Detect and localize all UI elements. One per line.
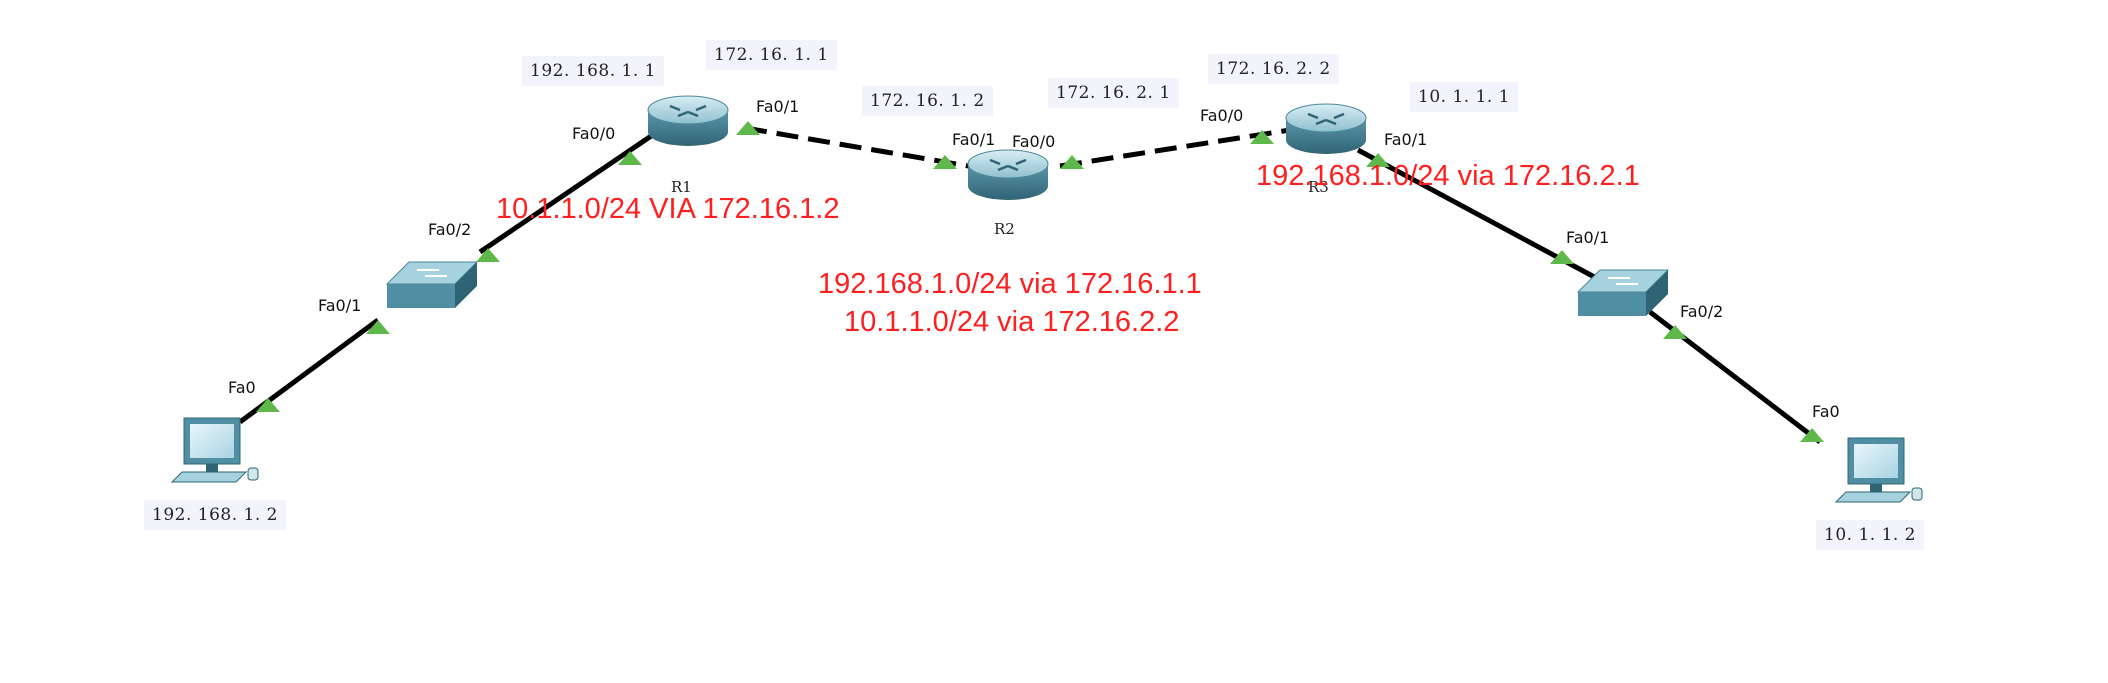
device-name-r3: R3 [1308, 178, 1329, 196]
ip-label-pc-left: 192. 168. 1. 2 [144, 500, 286, 530]
router-r1[interactable] [647, 95, 729, 146]
ip-label-r2-fa01: 172. 16. 1. 2 [862, 86, 993, 116]
port-up-icon [1800, 428, 1824, 442]
switch-left[interactable] [385, 261, 479, 308]
port-label-pcl-fa0: Fa0 [228, 378, 256, 397]
port-label-r2-fa00: Fa0/0 [1012, 132, 1056, 151]
ip-label-r3-fa00: 172. 16. 2. 2 [1208, 54, 1339, 84]
port-up-icon [933, 155, 957, 169]
route-annotation-r2-line1: 192.168.1.0/24 via 172.16.1.1 [818, 268, 1202, 300]
port-label-r3-fa00: Fa0/0 [1200, 106, 1244, 125]
router-icon [967, 149, 1049, 200]
port-label-swl-fa01: Fa0/1 [318, 296, 362, 315]
ip-label-pc-right: 10. 1. 1. 2 [1816, 520, 1925, 550]
switch-right[interactable] [1576, 269, 1670, 316]
route-annotation-r2-line2: 10.1.1.0/24 via 172.16.2.2 [844, 306, 1180, 338]
link-swl-r1 [478, 127, 662, 255]
router-icon [647, 95, 729, 146]
pc-right[interactable] [1834, 437, 1923, 503]
port-label-pcr-fa0: Fa0 [1812, 402, 1840, 421]
port-label-swr-fa02: Fa0/2 [1680, 302, 1724, 321]
port-label-swl-fa02: Fa0/2 [428, 220, 472, 239]
route-annotation-r1: 10.1.1.0/24 VIA 172.16.1.2 [496, 193, 840, 225]
port-up-icon [256, 398, 280, 412]
port-up-icon [736, 121, 760, 135]
port-label-r2-fa01: Fa0/1 [952, 130, 996, 149]
port-up-icon [1366, 153, 1390, 167]
ip-label-r1-fa01: 172. 16. 1. 1 [706, 40, 837, 70]
port-up-icon [1250, 130, 1274, 144]
ip-label-r1-fa00: 192. 168. 1. 1 [522, 56, 664, 86]
port-up-icon [618, 151, 642, 165]
port-label-r1-fa01: Fa0/1 [756, 97, 800, 116]
port-up-icon [366, 320, 390, 334]
device-name-r1: R1 [671, 178, 692, 196]
router-r3[interactable] [1285, 103, 1367, 154]
port-up-icon [1663, 325, 1687, 339]
ip-label-r3-fa01: 10. 1. 1. 1 [1410, 82, 1519, 112]
port-up-icon [1060, 155, 1084, 169]
switch-icon [385, 261, 479, 308]
device-name-r2: R2 [994, 220, 1015, 238]
pc-left[interactable] [170, 417, 259, 483]
port-up-icon [476, 248, 500, 262]
router-icon [1285, 103, 1367, 154]
port-label-swr-fa01: Fa0/1 [1566, 228, 1610, 247]
link-r2-r3[interactable] [1059, 127, 1291, 169]
port-up-icon [1550, 250, 1574, 264]
port-status-indicators [256, 121, 1824, 442]
pc-icon [1834, 437, 1923, 503]
port-label-r3-fa01: Fa0/1 [1384, 130, 1428, 149]
port-label-r1-fa00: Fa0/0 [572, 124, 616, 143]
pc-icon [170, 417, 259, 483]
route-annotation-r3: 192.168.1.0/24 via 172.16.2.1 [1256, 160, 1640, 192]
ip-label-r2-fa00: 172. 16. 2. 1 [1048, 78, 1179, 108]
router-r2[interactable] [967, 149, 1049, 200]
switch-icon [1576, 269, 1670, 316]
